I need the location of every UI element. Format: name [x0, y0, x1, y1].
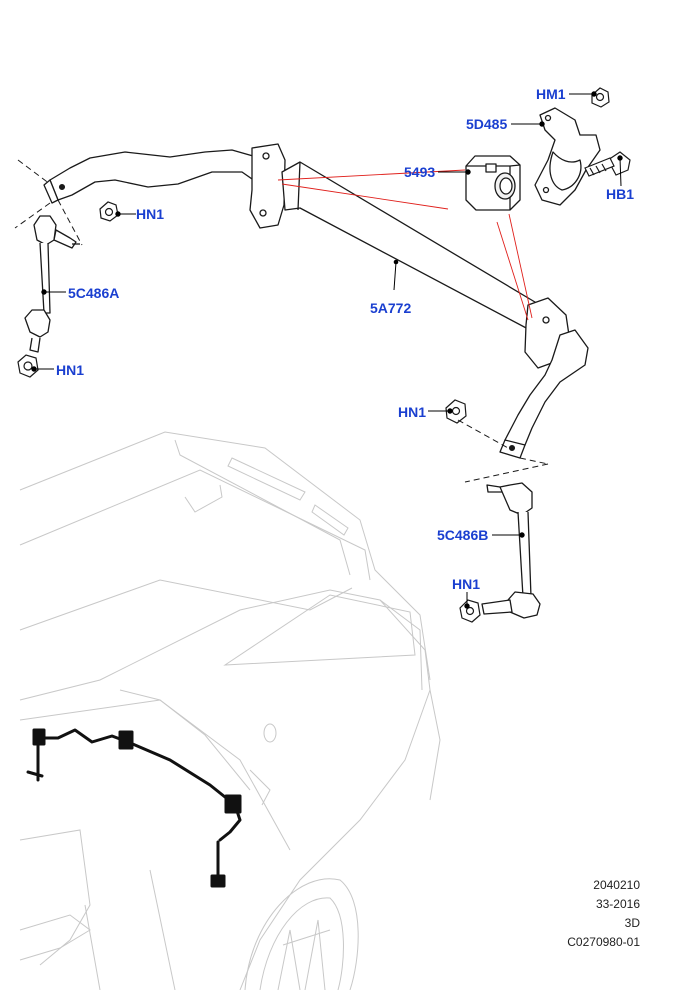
nut-HN1-top [99, 201, 119, 222]
drawing-number: 2040210 [593, 878, 640, 892]
callout-HM1: HM1 [536, 86, 566, 102]
drawing-view-type: 3D [624, 916, 640, 930]
nut-HN1-left [17, 354, 39, 378]
callout-HB1: HB1 [606, 186, 634, 202]
nut-HN1-bottom [459, 599, 481, 623]
drawing-reference-block: 2040210 33-2016 3D C0270980-01 [567, 876, 640, 952]
callout-HN1-right: HN1 [398, 404, 426, 420]
callout-5A772: 5A772 [370, 300, 411, 316]
callout-5D485: 5D485 [466, 116, 507, 132]
callout-HN1-top: HN1 [136, 206, 164, 222]
callout-HN1-bottom: HN1 [452, 576, 480, 592]
callout-5493: 5493 [404, 164, 435, 180]
bushing-5493 [465, 155, 521, 211]
drawing-date-code: 33-2016 [595, 897, 640, 911]
stabilizer-bar-5A772 [43, 143, 589, 459]
assembly-dashes-right [457, 419, 549, 483]
assembly-dashes-left [14, 159, 83, 246]
clamp-5D485 [534, 107, 601, 206]
bushing-guide-lines [277, 169, 533, 321]
nut-HN1-right [445, 399, 467, 424]
drawing-catalog-code: C0270980-01 [567, 935, 640, 949]
link-5C486B [481, 482, 541, 619]
callout-HN1-left: HN1 [56, 362, 84, 378]
nut-HM1 [591, 87, 610, 108]
leader-line-5A772 [393, 261, 397, 291]
callout-5C486B: 5C486B [437, 527, 488, 543]
leader-lines [31, 91, 623, 609]
installed-stabilizer-bar-thumbnail [26, 728, 242, 888]
callout-5C486A: 5C486A [68, 285, 119, 301]
link-5C486A [24, 215, 80, 353]
bolt-HB1 [584, 151, 631, 177]
vehicle-outline [19, 431, 441, 990]
